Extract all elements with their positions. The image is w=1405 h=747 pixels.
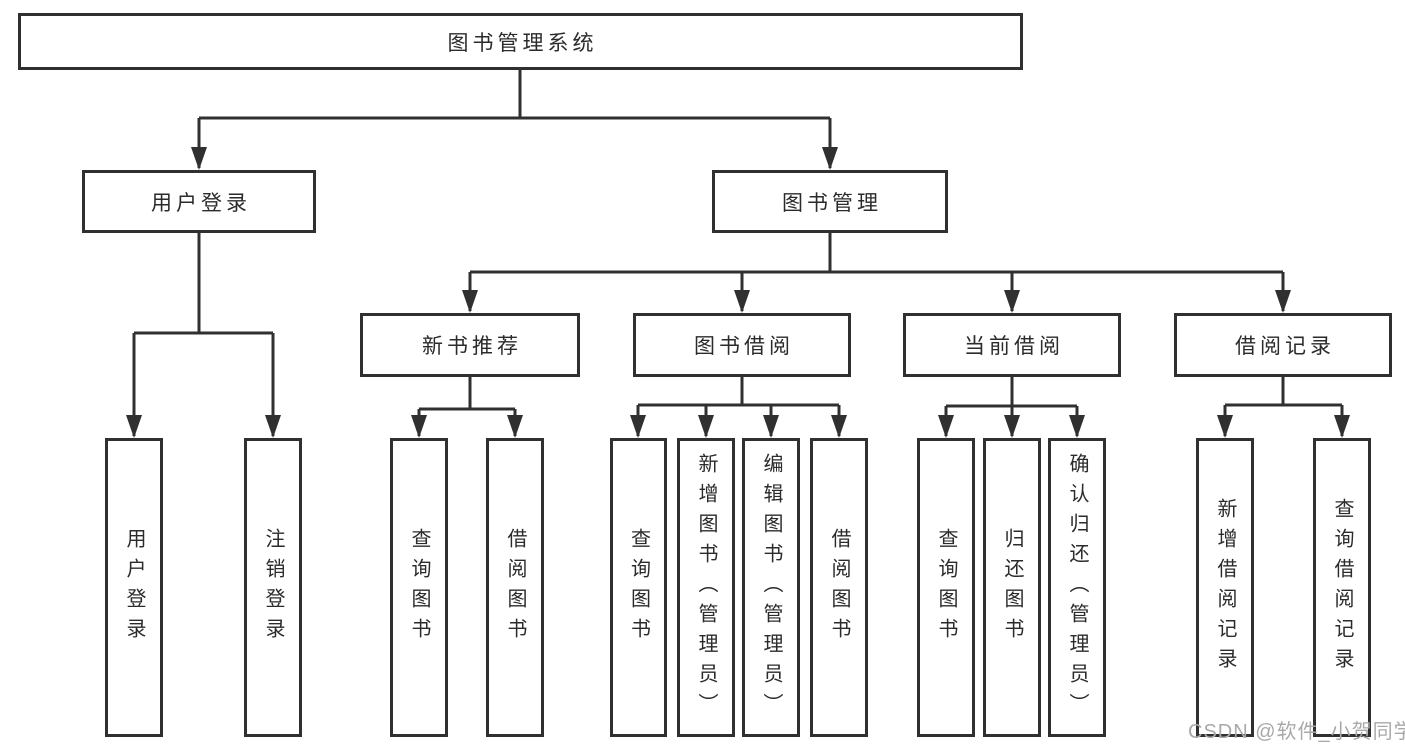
node-book-borrowing: 图书借阅 <box>633 313 851 377</box>
node-label: 用户登录 <box>123 527 145 648</box>
arrowhead <box>1275 290 1291 313</box>
arrowhead <box>1334 415 1350 438</box>
arrowhead <box>126 415 142 438</box>
arrowhead <box>1217 415 1233 438</box>
node-library-system: 图书管理系统 <box>18 13 1023 70</box>
leaf-logout: 注销登录 <box>244 438 302 737</box>
arrowhead <box>411 415 427 438</box>
leaf-add-borrow-record: 新增借阅记录 <box>1196 438 1254 737</box>
node-label: 确认归还（管理员） <box>1066 452 1088 723</box>
node-user-login: 用户登录 <box>82 170 316 233</box>
leaf-query-books-current: 查询图书 <box>917 438 975 737</box>
node-label: 查询图书 <box>408 527 430 648</box>
node-label: 借阅记录 <box>1235 335 1335 358</box>
arrowhead <box>698 415 714 438</box>
node-label: 查询借阅记录 <box>1331 497 1353 678</box>
arrowhead <box>831 415 847 438</box>
node-new-book-recommendation: 新书推荐 <box>360 313 580 377</box>
node-label: 借阅图书 <box>504 527 526 648</box>
leaf-query-books-borrow: 查询图书 <box>610 438 667 737</box>
node-label: 注销登录 <box>262 527 284 648</box>
arrowhead <box>938 415 954 438</box>
leaf-borrow-books-recommend: 借阅图书 <box>486 438 544 737</box>
node-label: 用户登录 <box>151 191 251 215</box>
node-current-borrowing: 当前借阅 <box>903 313 1121 377</box>
node-label: 图书管理系统 <box>447 31 598 55</box>
leaf-query-books-recommend: 查询图书 <box>390 438 448 737</box>
node-label: 归还图书 <box>1001 527 1023 648</box>
arrowhead <box>462 290 478 313</box>
arrowhead <box>734 290 750 313</box>
leaf-return-books: 归还图书 <box>983 438 1041 737</box>
arrowhead <box>1004 290 1020 313</box>
node-label: 查询图书 <box>627 527 650 648</box>
node-borrowing-records: 借阅记录 <box>1174 313 1392 377</box>
arrowhead <box>1004 415 1020 438</box>
arrowhead <box>630 415 646 438</box>
node-label: 图书管理 <box>782 191 882 215</box>
node-label: 借阅图书 <box>828 527 850 648</box>
node-label: 当前借阅 <box>964 335 1064 358</box>
node-label: 编辑图书（管理员） <box>760 452 782 723</box>
leaf-borrow-books: 借阅图书 <box>810 438 868 737</box>
csdn-watermark: CSDN @软件_小贺同学 <box>1188 721 1405 743</box>
arrowhead <box>1069 415 1085 438</box>
arrowhead <box>265 415 281 438</box>
node-label: 新增图书（管理员） <box>695 452 717 723</box>
leaf-add-books-admin: 新增图书（管理员） <box>677 438 735 737</box>
node-label: 查询图书 <box>935 527 957 648</box>
arrowhead <box>822 147 838 170</box>
leaf-confirm-return-admin: 确认归还（管理员） <box>1048 438 1106 737</box>
node-book-management: 图书管理 <box>712 170 948 233</box>
arrowhead <box>191 147 207 170</box>
leaf-edit-books-admin: 编辑图书（管理员） <box>742 438 800 737</box>
node-label: 新增借阅记录 <box>1214 497 1236 678</box>
node-label: 新书推荐 <box>422 335 522 358</box>
arrowhead <box>763 415 779 438</box>
node-label: 图书借阅 <box>694 335 794 358</box>
arrowhead <box>507 415 523 438</box>
leaf-user-login: 用户登录 <box>105 438 163 737</box>
leaf-query-borrow-record: 查询借阅记录 <box>1313 438 1371 737</box>
